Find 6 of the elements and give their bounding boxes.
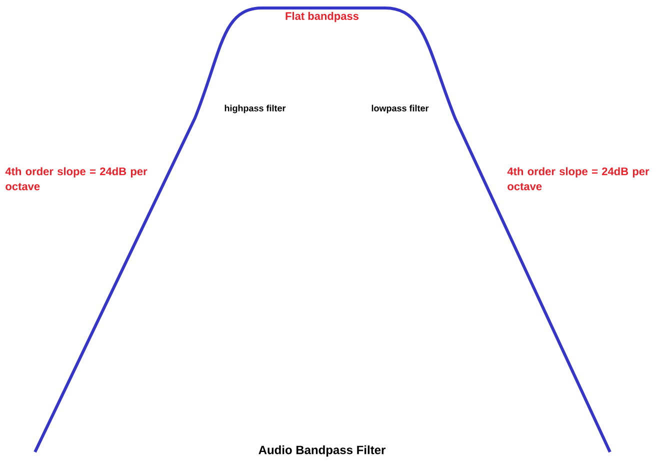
slope-label: highpass filter <box>224 104 286 114</box>
slope-label: lowpass filter <box>372 104 429 114</box>
slope-note: 4th order slope = 24dB per octave <box>5 167 148 190</box>
slope-note: 4th order slope = 24dB per octave <box>507 167 650 190</box>
curve-label: Flat bandpass <box>286 12 359 22</box>
caption: Audio Bandpass Filter <box>258 445 386 457</box>
